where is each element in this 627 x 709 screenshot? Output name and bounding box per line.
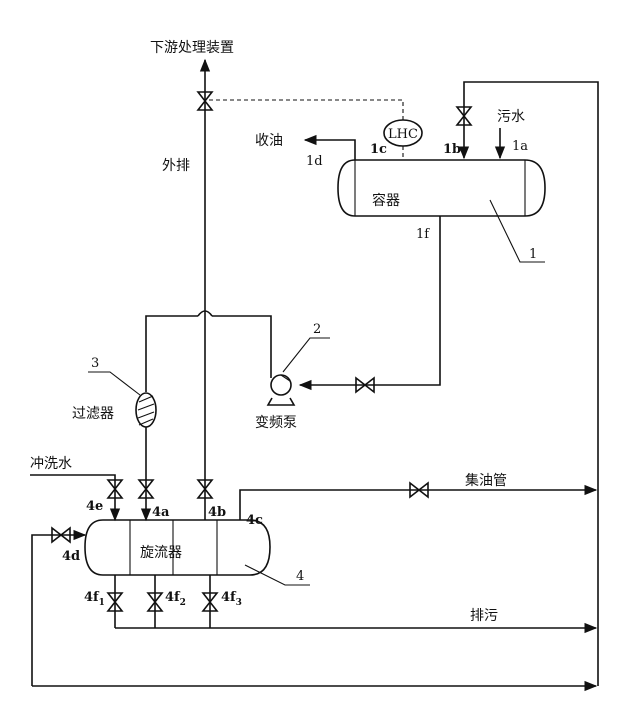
flush-water-label: 冲洗水 xyxy=(30,456,72,472)
sewage-label: 污水 xyxy=(497,109,525,125)
oil-header-label: 集油管 xyxy=(465,472,507,489)
blowdown-label: 排污 xyxy=(470,608,498,624)
valve-1b[interactable] xyxy=(455,106,473,126)
valve-oil-header[interactable] xyxy=(409,481,429,499)
valve-4f1[interactable] xyxy=(106,592,124,612)
filter-3 xyxy=(135,392,157,428)
port-4c: 4c xyxy=(246,513,263,528)
port-1c: 1c xyxy=(370,142,387,157)
port-1d: 1d xyxy=(306,154,323,169)
oil-header-line xyxy=(239,484,598,520)
vfd-pump xyxy=(266,374,296,406)
callout-3-leader xyxy=(88,371,141,396)
port-4f2: 4f2 xyxy=(165,590,186,608)
vessel-label: 容器 xyxy=(372,192,400,209)
hydrocyclone-label: 旋流器 xyxy=(140,545,182,561)
callout-4-leader xyxy=(244,564,310,586)
port-4a: 4a xyxy=(152,505,170,520)
callout-1-leader xyxy=(489,199,545,263)
valve-4e[interactable] xyxy=(106,479,124,499)
pump-label: 变频泵 xyxy=(255,415,297,431)
port-1b: 1b xyxy=(443,142,461,157)
valve-external-discharge[interactable] xyxy=(196,91,214,111)
oil-recovery-line xyxy=(303,134,356,160)
port-4e: 4e xyxy=(86,499,103,514)
lhc-signal-to-valve xyxy=(208,99,404,120)
port-1a: 1a xyxy=(512,139,528,154)
external-discharge-label: 外排 xyxy=(162,158,190,174)
valve-4a[interactable] xyxy=(137,479,155,499)
port-4b: 4b xyxy=(208,505,226,520)
flush-water-line xyxy=(30,474,121,522)
callout-2: 2 xyxy=(313,322,321,337)
valve-4d[interactable] xyxy=(51,526,71,544)
oil-recovery-label: 收油 xyxy=(255,133,283,149)
loop-inlet-line xyxy=(31,529,87,686)
port-1f: 1f xyxy=(416,227,430,242)
valve-4f2[interactable] xyxy=(146,592,164,612)
valve-4f3[interactable] xyxy=(201,592,219,612)
recycle-line xyxy=(458,81,599,686)
downstream-label: 下游处理装置 xyxy=(150,40,234,56)
port-4f3: 4f3 xyxy=(221,590,242,608)
valve-pump-suction[interactable] xyxy=(355,376,375,394)
vessel-outlet-line xyxy=(298,216,441,391)
callout-1: 1 xyxy=(529,247,537,262)
callout-3: 3 xyxy=(91,356,99,371)
port-4f1: 4f1 xyxy=(84,590,105,608)
pump-discharge-line xyxy=(212,315,272,378)
vessel-1 xyxy=(337,159,546,217)
lhc-label: LHC xyxy=(388,127,418,142)
valve-4b[interactable] xyxy=(196,479,214,499)
filter-label: 过滤器 xyxy=(72,406,114,422)
port-4d: 4d xyxy=(62,549,80,564)
callout-2-leader xyxy=(282,337,330,373)
to-filter-line xyxy=(145,315,198,392)
callout-4: 4 xyxy=(296,569,304,584)
